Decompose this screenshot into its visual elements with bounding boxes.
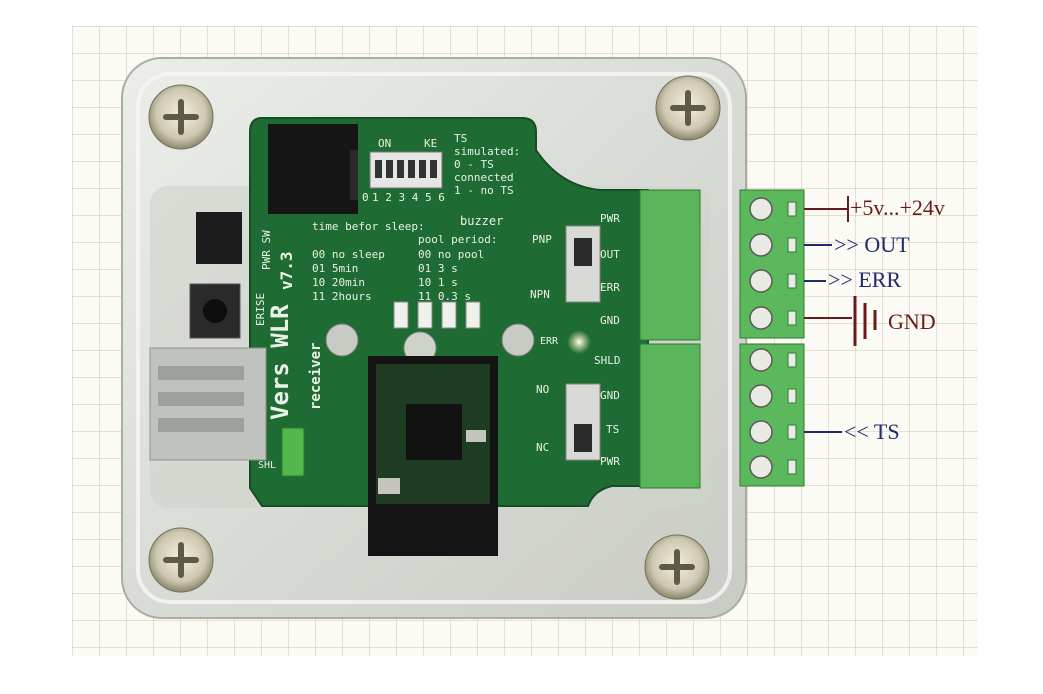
screw-bottom-left [148,527,214,593]
silkscreen-text: ON KE 1 2 3 4 5 6 0 buzzer TS simulated:… [254,132,621,471]
ts-note-5: 1 - no TS [454,184,514,197]
terminal-screws [749,197,773,479]
buzzer [268,124,358,214]
screw-top-right [655,75,721,141]
ts-note-2: simulated: [454,145,520,158]
buzzer-label: buzzer [460,214,503,228]
sleep-row-3: 10 20min [312,276,365,289]
radio-module [368,356,498,556]
pool-row-2: 01 3 s [418,262,458,275]
sleep-row-1: 00 no sleep [312,248,385,261]
pool-row-3: 10 1 s [418,276,458,289]
erise-label: ERISE [254,293,267,326]
annotation-lines [804,196,877,433]
sleep-row-4: 11 2hours [312,290,372,303]
dip-ke-label: KE [424,137,437,150]
led-row [393,301,481,329]
usb-connector [149,347,267,461]
pcb-label-shld: SHLD [594,354,621,367]
dip-zero-label: 0 [362,191,369,204]
switch-label-no: NO [536,383,549,396]
board-name: Vers WLR [266,304,294,420]
pcb-label-gnd: GND [600,314,620,327]
receiver-label: receiver [308,343,324,410]
switch-label-pnp: PNP [532,233,552,246]
annotation-out: >> OUT [834,232,910,257]
pool-row-4: 11 0.3 s [418,290,471,303]
power-switch [196,212,242,264]
pcb-label-pwr: PWR [600,212,620,225]
pool-header: pool period: [418,233,497,246]
pool-row-1: 00 no pool [418,248,484,261]
jumper [281,427,305,477]
screw-top-left [148,84,214,150]
board-version: v7.3 [277,251,296,290]
annotation-power: +5v...+24v [850,195,945,220]
err-led [567,330,591,354]
ts-note-1: TS [454,132,467,145]
pcb-label-pwr-2: PWR [600,455,620,468]
pcb-label-ts: TS [606,423,619,436]
ts-note-3: 0 - TS [454,158,494,171]
dip-on-label: ON [378,137,391,150]
switch-label-nc: NC [536,441,549,454]
shl-label: SHL [258,460,276,471]
sleep-header: time befor sleep: [312,220,425,233]
ts-note-4: connected [454,171,514,184]
err-led-label: ERR [540,336,559,347]
annotation-gnd: GND [888,309,936,334]
dip-switch [369,151,443,189]
dip-numbers: 1 2 3 4 5 6 [372,191,445,204]
pcb-label-gnd-2: GND [600,389,620,402]
switch-label-npn: NPN [530,288,550,301]
sleep-row-2: 01 5min [312,262,358,275]
pcb-label-out: OUT [600,248,620,261]
annotation-err: >> ERR [828,267,902,292]
pcb-label-err: ERR [600,281,620,294]
pwr-sw-label: PWR SW [260,230,273,270]
screw-bottom-right [644,534,710,600]
annotation-ts: << TS [844,419,900,444]
